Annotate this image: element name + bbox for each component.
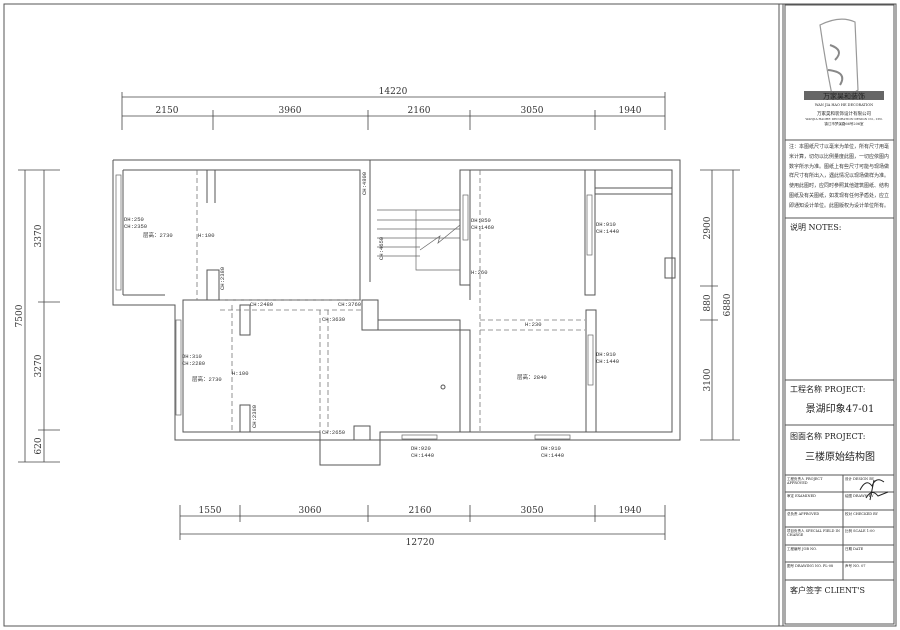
label-company_en: WANJIA HAOHE DECORATION DESIGN CO., LTD. bbox=[805, 117, 882, 121]
label-ch1440a: CH:1440 bbox=[596, 228, 619, 235]
project-label: 工程名称 PROJECT: bbox=[790, 384, 865, 394]
staircase bbox=[377, 209, 461, 271]
approval-rows: 工程负责人 PROJECT APPROVED 设计 DESIGN BY 审定 E… bbox=[785, 477, 894, 581]
label-floor2730a: 层高：2730 bbox=[143, 231, 173, 239]
label-dh910b: DH:910 bbox=[541, 445, 561, 452]
label-dh250: DH:250 bbox=[124, 216, 144, 223]
label-ch2480: CH:2480 bbox=[250, 301, 273, 308]
approval-label-special-field: 项目负责人 SPECIAL FIELD IN CHARGE bbox=[787, 529, 840, 538]
label-logo_sub: WAN JIA HAO HE DECORATION bbox=[815, 103, 873, 107]
signature bbox=[859, 479, 889, 501]
dim-top-5: 1940 bbox=[619, 106, 642, 116]
dim-bottom-4: 3050 bbox=[521, 506, 544, 516]
label-ch2350: CH:2350 bbox=[124, 223, 147, 230]
label-ch3760: CH:3760 bbox=[338, 301, 361, 308]
dim-left-2: 3270 bbox=[34, 354, 44, 377]
dim-right-3: 3100 bbox=[703, 368, 713, 391]
label-h100a: H:100 bbox=[198, 232, 215, 239]
dim-top-3: 2160 bbox=[408, 106, 431, 116]
plan-annotations: DH:250 CH:2350 层高：2730 H:100 CH:2380 CH:… bbox=[124, 172, 619, 459]
right-dimensions: 2900 880 3100 6880 bbox=[700, 169, 740, 441]
left-dimensions: 7500 3370 3270 620 bbox=[15, 169, 60, 463]
approval-label-design-by: 设计 DESIGN BY bbox=[845, 477, 875, 481]
dim-top-1: 2150 bbox=[156, 106, 179, 116]
company-name: 万家昊和装饰设计有限公司 bbox=[817, 110, 871, 117]
dim-right-2: 880 bbox=[703, 294, 713, 311]
approval-label-examined: 审定 EXAMINED bbox=[787, 494, 816, 498]
approval-label-checked-by: 校对 CHECKED BY bbox=[845, 512, 878, 516]
label-dh310: DH:310 bbox=[182, 353, 202, 360]
label-ch3630: CH:3630 bbox=[322, 316, 345, 323]
client-signature-label: 客户签字 CLIENT'S bbox=[790, 585, 865, 595]
label-dh850: DH:850 bbox=[471, 217, 491, 224]
label-dh910a: DH:910 bbox=[596, 221, 616, 228]
company-logo: 万家昊和装饰 WAN JIA HAO HE DECORATION bbox=[804, 18, 884, 107]
approval-label-scale: 比例 SCALE 1:00 bbox=[845, 529, 875, 533]
label-dh920: DH:920 bbox=[411, 445, 431, 452]
label-h260: H:260 bbox=[471, 269, 488, 276]
notes-label: 说明 NOTES: bbox=[790, 222, 841, 232]
title-block: 万家昊和装饰 WAN JIA HAO HE DECORATION 万家昊和装饰设… bbox=[784, 4, 895, 625]
top-dimensions: 14220 2150 3960 2160 3050 1940 bbox=[121, 87, 666, 130]
dim-bottom-overall: 12720 bbox=[406, 538, 435, 548]
dim-bottom-5: 1940 bbox=[619, 506, 642, 516]
label-ch1440b: CH:1440 bbox=[411, 452, 434, 459]
logo-text: 万家昊和装饰 bbox=[823, 92, 865, 101]
approval-label-approved: 总负责 APPROVED bbox=[787, 512, 820, 516]
label-ch4650: CH:4650 bbox=[378, 237, 385, 260]
dim-left-3: 620 bbox=[34, 437, 44, 454]
label-floor2730b: 层高：2730 bbox=[192, 375, 222, 383]
dim-bottom-2: 3060 bbox=[299, 506, 322, 516]
bottom-dimensions: 1550 3060 2160 3050 1940 12720 bbox=[179, 505, 666, 548]
dim-bottom-1: 1550 bbox=[199, 506, 222, 516]
beams bbox=[196, 170, 585, 432]
dim-right-overall: 6880 bbox=[723, 293, 733, 316]
label-ch1460: CH:1460 bbox=[471, 224, 494, 231]
label-ch1440c: CH:1440 bbox=[541, 452, 564, 459]
walls bbox=[112, 159, 681, 466]
label-ch4800: CH:4800 bbox=[361, 172, 368, 195]
drawing-label: 图面名称 PROJECT: bbox=[790, 431, 865, 441]
notes-text: 注：本图纸尺寸以毫米为单位，所有尺寸用毫米计算，切勿以比例量度此图，一切应依图内… bbox=[789, 144, 890, 209]
project-name: 景湖印象47-01 bbox=[806, 403, 875, 415]
label-h230: H:230 bbox=[525, 321, 542, 328]
label-ch2280: CH:2280 bbox=[182, 360, 205, 367]
approval-label-drawn-by: 绘图 DRAWN BY bbox=[845, 494, 874, 498]
windows bbox=[115, 174, 594, 440]
sheet-frame bbox=[3, 3, 897, 627]
dim-left-overall: 7500 bbox=[15, 304, 25, 327]
drawing-name: 三楼原始结构图 bbox=[805, 450, 875, 463]
approval-label-project-approved: 工程负责人 PROJECT APPROVED bbox=[787, 477, 823, 486]
label-ch1440d: CH:1440 bbox=[596, 358, 619, 365]
label-ch2650: CH:2650 bbox=[322, 429, 345, 436]
approval-label-job-no: 工程编号 JOB NO. bbox=[787, 547, 817, 551]
approval-label-drawing-no: 图号 DRAWING NO. PL-08 bbox=[787, 564, 834, 568]
label-floor2840: 层高：2840 bbox=[517, 373, 547, 381]
dim-top-overall: 14220 bbox=[379, 87, 408, 97]
dim-top-4: 3050 bbox=[521, 106, 544, 116]
approval-label-no: 声号 NO. 07 bbox=[845, 564, 866, 568]
label-address: 镇江市梦溪路66号206室 bbox=[824, 121, 864, 126]
dim-bottom-3: 2160 bbox=[409, 506, 432, 516]
approval-label-date: 日期 DATE bbox=[845, 547, 864, 551]
label-ch2380b: CH:2380 bbox=[251, 405, 258, 428]
label-h100b: H:100 bbox=[232, 370, 249, 377]
label-ch2380a: CH:2380 bbox=[219, 267, 226, 290]
dim-right-1: 2900 bbox=[703, 216, 713, 239]
dim-left-1: 3370 bbox=[34, 224, 44, 247]
label-dh910c: DH:910 bbox=[596, 351, 616, 358]
dim-top-2: 3960 bbox=[279, 106, 302, 116]
